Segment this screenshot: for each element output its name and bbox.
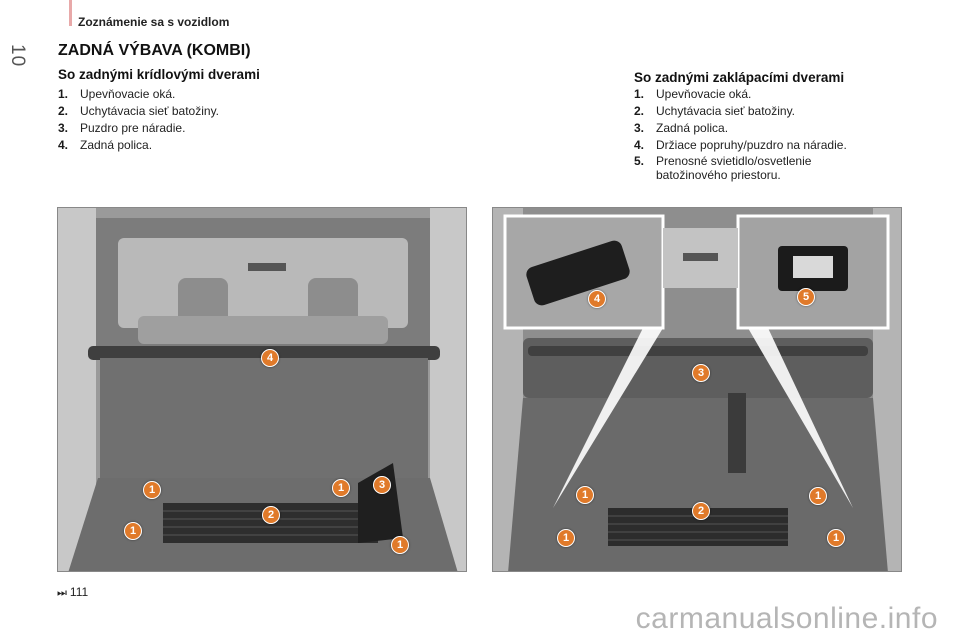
callout-marker: 4 [588,290,606,308]
callout-marker: 1 [557,529,575,547]
callout-marker: 1 [124,522,142,540]
callout-marker: 2 [692,502,710,520]
double-arrow-icon: ⏭ [57,587,67,599]
page-reference[interactable]: ⏭111 [57,585,88,600]
list-item: 1.Upevňovacie oká. [58,87,176,101]
trunk-photo-tailgate: 4 5 3 1 1 2 1 1 [492,207,902,572]
left-subtitle: So zadnými krídlovými dverami [58,67,260,82]
trunk-illustration-right [493,208,901,571]
callout-marker: 1 [827,529,845,547]
callout-marker: 1 [576,486,594,504]
page-title: ZADNÁ VÝBAVA (KOMBI) [58,42,251,59]
callout-marker: 4 [261,349,279,367]
page-number: 10 [7,44,28,68]
list-item: 3.Zadná polica. [634,121,729,135]
list-item: 4.Zadná polica. [58,138,153,152]
list-item: 2.Uchytávacia sieť batožiny. [634,104,796,118]
trunk-photo-swing-doors: 4 1 1 3 2 1 1 [57,207,467,572]
callout-marker: 2 [262,506,280,524]
callout-marker: 3 [692,364,710,382]
callout-marker: 1 [809,487,827,505]
list-item: 4.Držiace popruhy/puzdro na náradie. [634,138,847,152]
list-item: 2.Uchytávacia sieť batožiny. [58,104,220,118]
right-item-list: 1.Upevňovacie oká. 2.Uchytávacia sieť ba… [634,86,884,182]
trunk-illustration-left [58,208,466,571]
callout-marker: 5 [797,288,815,306]
list-item: 3.Puzdro pre náradie. [58,121,186,135]
watermark: carmanualsonline.info [635,602,938,635]
callout-marker: 3 [373,476,391,494]
callout-marker: 1 [143,481,161,499]
left-item-list: 1.Upevňovacie oká. 2.Uchytávacia sieť ba… [58,86,318,154]
right-subtitle: So zadnými zaklápacími dverami [634,70,845,85]
list-item: 5.Prenosné svietidlo/osvetlenie batožino… [634,154,812,182]
list-item: 1.Upevňovacie oká. [634,87,752,101]
callout-marker: 1 [391,536,409,554]
accent-bar [69,0,72,26]
section-label: Zoznámenie sa s vozidlom [78,15,230,29]
callout-marker: 1 [332,479,350,497]
reference-page-number: 111 [69,585,89,599]
